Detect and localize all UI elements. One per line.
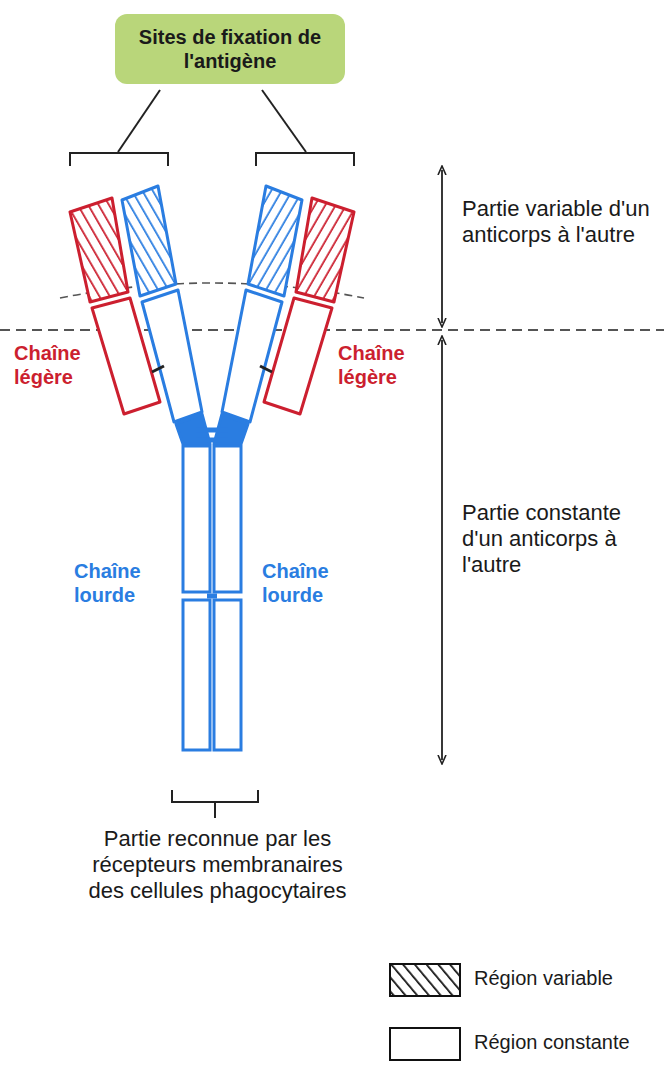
box-text: Sites de fixation de l'antigène <box>130 25 330 73</box>
legend-text: Région constante <box>474 1031 630 1054</box>
chain-label: Chaîne lourde <box>74 560 174 607</box>
site-label-box: Sites de fixation de l'antigène <box>115 14 345 84</box>
part-label: Partie reconnue par les récepteurs membr… <box>85 826 350 904</box>
region-label: Partie constante d'un anticorps à l'autr… <box>462 500 660 578</box>
chain-label: Chaîne légère <box>338 342 428 389</box>
chain-label: Chaîne lourde <box>262 560 362 607</box>
legend-text: Région variable <box>474 967 613 990</box>
box-text-group: Sites de fixation de l'antigène <box>130 25 330 73</box>
region-label: Partie variable d'un anticorps à l'autre <box>462 196 660 248</box>
legend-swatch <box>388 1026 462 1062</box>
chain-label: Chaîne légère <box>14 342 104 389</box>
legend-swatch <box>388 962 462 998</box>
